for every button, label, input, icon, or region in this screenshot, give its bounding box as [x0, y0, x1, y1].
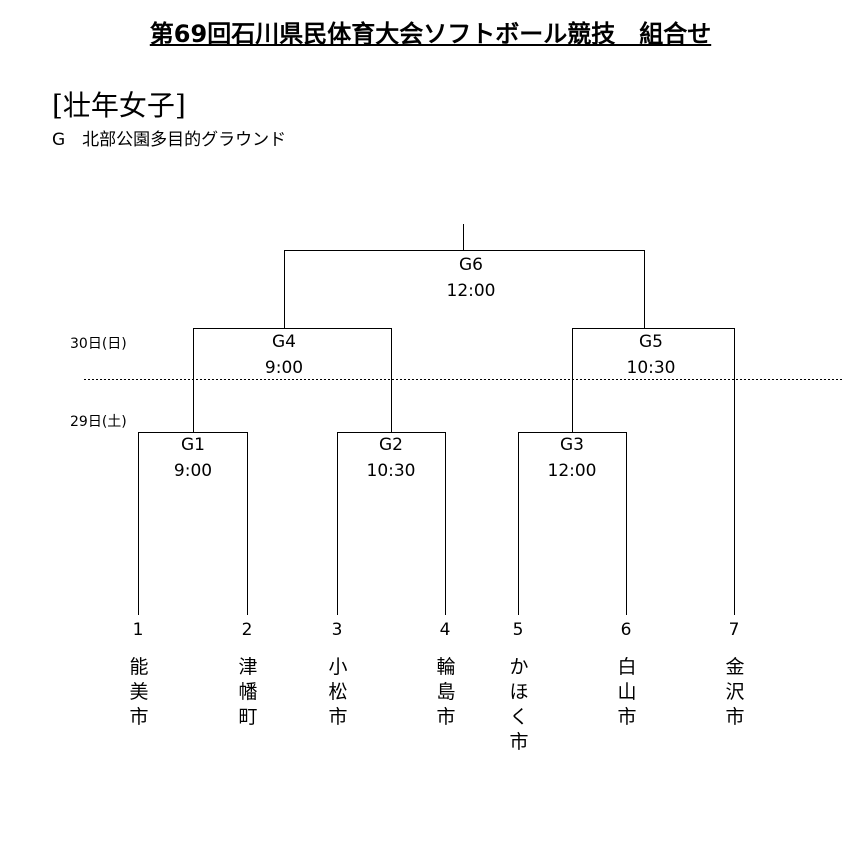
game-time: 9:00 — [264, 358, 304, 378]
venue-label: G 北部公園多目的グラウンド — [52, 130, 287, 150]
bracket-g2 — [337, 432, 446, 615]
game-g4: G4 9:00 — [224, 329, 344, 381]
team-name: 輪島市 — [436, 656, 456, 728]
bracket-g4 — [193, 328, 392, 432]
bracket-g1 — [138, 432, 248, 615]
bracket-g3 — [518, 432, 627, 615]
team-name: かほく市 — [509, 656, 529, 753]
seed-number: 1 — [132, 620, 144, 640]
game-id: G2 — [379, 435, 403, 455]
game-g6: G6 12:00 — [411, 252, 531, 304]
game-time: 9:00 — [173, 461, 213, 481]
bracket-g5 — [572, 328, 735, 615]
game-g5: G5 10:30 — [591, 329, 711, 381]
game-id: G3 — [560, 435, 584, 455]
team-name: 能美市 — [129, 656, 149, 728]
game-g3: G3 12:00 — [512, 432, 632, 484]
day1-label: 29日(土) — [70, 414, 127, 430]
team-name: 津幡町 — [238, 656, 258, 728]
team-name: 小松市 — [328, 656, 348, 728]
bracket-g6 — [284, 250, 645, 328]
team-name: 白山市 — [617, 656, 637, 728]
game-g2: G2 10:30 — [331, 432, 451, 484]
game-id: G6 — [459, 255, 483, 275]
seed-number: 6 — [620, 620, 632, 640]
page-title: 第69回石川県民体育大会ソフトボール競技 組合せ — [149, 20, 712, 48]
game-time: 12:00 — [446, 281, 496, 301]
seed-number: 2 — [241, 620, 253, 640]
seed-number: 5 — [512, 620, 524, 640]
game-time: 10:30 — [366, 461, 416, 481]
game-g1: G1 9:00 — [133, 432, 253, 484]
game-id: G5 — [639, 332, 663, 352]
day2-label: 30日(日) — [70, 336, 127, 352]
game-id: G4 — [272, 332, 296, 352]
game-time: 10:30 — [626, 358, 676, 378]
seed-number: 4 — [439, 620, 451, 640]
team-name: 金沢市 — [725, 656, 745, 728]
division-label: [壮年女子] — [52, 89, 186, 122]
seed-number: 3 — [331, 620, 343, 640]
game-id: G1 — [181, 435, 205, 455]
seed-number: 7 — [728, 620, 740, 640]
game-time: 12:00 — [547, 461, 597, 481]
